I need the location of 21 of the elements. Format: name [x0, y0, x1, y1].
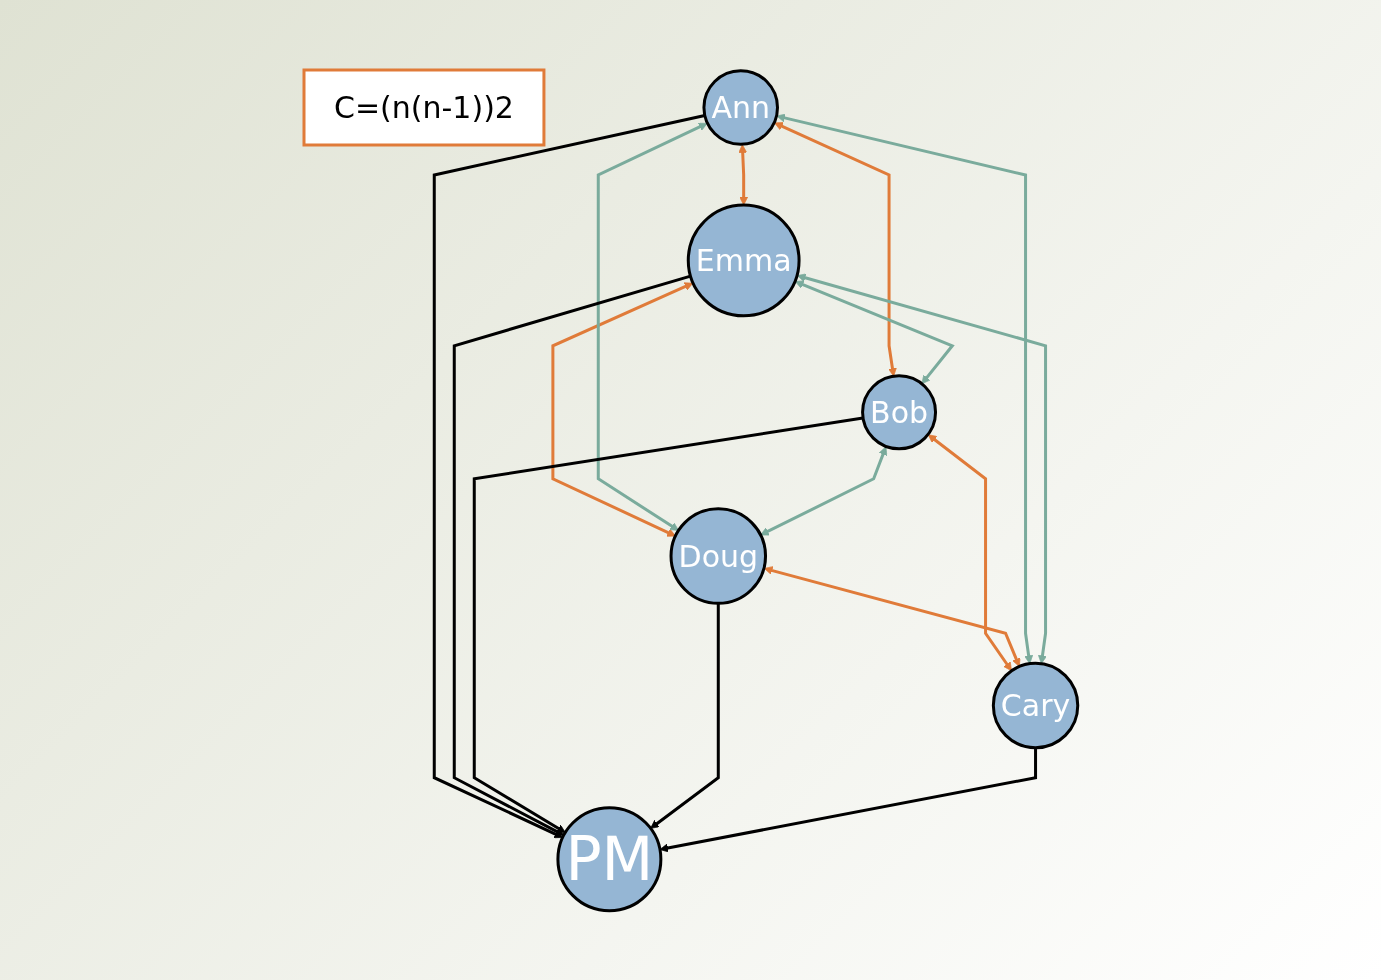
arrow: [432, 113, 705, 838]
node-circle: Doug: [669, 506, 767, 605]
node-box: C=(n(n-1))2: [302, 68, 546, 147]
arrow: [551, 282, 693, 537]
arrow: [773, 121, 897, 377]
arrow: [649, 602, 720, 829]
node-circle: Emma: [686, 203, 801, 317]
arrow: [472, 416, 863, 833]
node-circle: PM: [556, 805, 662, 912]
node-circle: Ann: [702, 68, 779, 146]
node-circle: Cary: [991, 661, 1079, 749]
arrow: [759, 446, 887, 536]
arrow: [927, 434, 1012, 671]
node-circle: Bob: [860, 373, 937, 450]
arrow: [452, 274, 691, 836]
arrow: [796, 273, 1047, 664]
arrow: [794, 280, 955, 384]
arrow: [659, 747, 1037, 852]
arrow: [763, 565, 1020, 667]
arrow: [776, 113, 1033, 664]
arrow: [596, 122, 708, 531]
